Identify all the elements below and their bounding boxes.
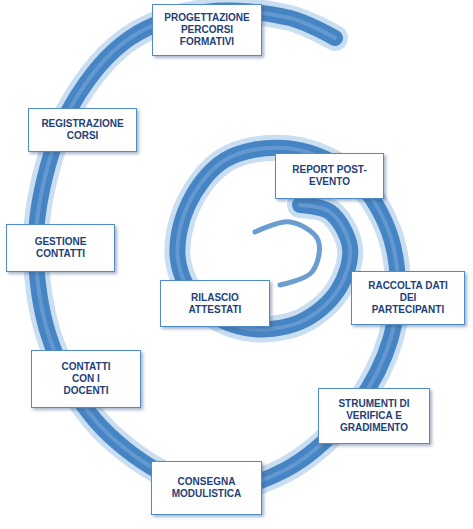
process-box: REGISTRAZIONE CORSI — [28, 108, 137, 152]
step-label: RILASCIO ATTESTATI — [165, 292, 265, 316]
step-label: REPORT POST-EVENTO — [280, 164, 380, 188]
process-box: GESTIONE CONTATTI — [6, 224, 115, 272]
step-label: STRUMENTI DI VERIFICA E GRADIMENTO — [333, 398, 415, 434]
spiral-flourish — [255, 222, 319, 285]
process-box: CONTATTI CON I DOCENTI — [31, 350, 141, 408]
process-box: PROGETTAZIONE PERCORSI FORMATIVI — [152, 4, 262, 56]
process-box: REPORT POST-EVENTO — [275, 153, 384, 199]
step-label: PROGETTAZIONE PERCORSI FORMATIVI — [157, 12, 257, 48]
step-label: CONSEGNA MODULISTICA — [157, 476, 257, 500]
process-box: RACCOLTA DATI DEI PARTECIPANTI — [351, 271, 465, 325]
process-box: STRUMENTI DI VERIFICA E GRADIMENTO — [318, 388, 430, 444]
process-box: CONSEGNA MODULISTICA — [151, 461, 262, 515]
step-label: REGISTRAZIONE CORSI — [33, 118, 133, 142]
step-label: CONTATTI CON I DOCENTI — [56, 361, 116, 397]
step-label: GESTIONE CONTATTI — [11, 236, 111, 260]
process-box: RILASCIO ATTESTATI — [160, 280, 270, 327]
step-label: RACCOLTA DATI DEI PARTECIPANTI — [368, 280, 448, 316]
